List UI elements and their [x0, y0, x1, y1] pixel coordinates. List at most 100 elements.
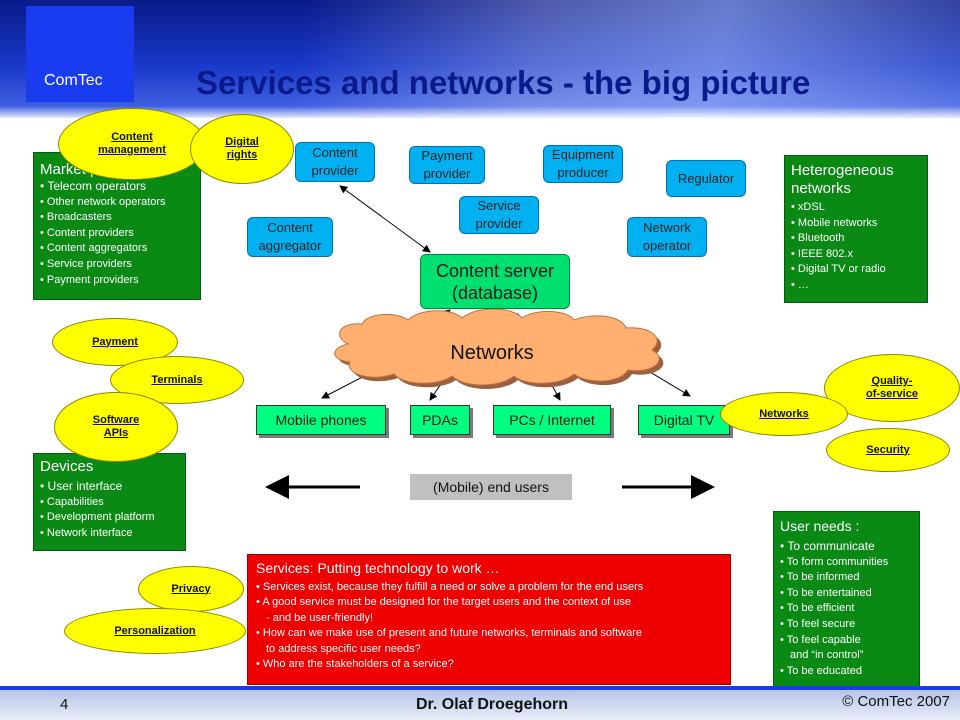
content-provider-box: Content provider	[295, 142, 375, 182]
service-provider-box: Service provider	[459, 196, 539, 234]
oval-software-apis: Software APIs	[54, 392, 178, 462]
list-item: Content providers	[40, 226, 194, 242]
list-item: Services exist, because they fulfill a n…	[256, 580, 722, 595]
user-needs-list: To communicate To form communities To be…	[780, 539, 913, 679]
box-line: Content	[267, 220, 313, 235]
list-item: To communicate	[780, 539, 913, 555]
device-digital-tv: Digital TV	[638, 405, 730, 435]
list-item: xDSL	[791, 200, 921, 216]
box-line: Equipment	[551, 147, 615, 162]
list-item: Mobile networks	[791, 216, 921, 232]
box-line: Content	[312, 145, 358, 160]
devices-title: Devices	[40, 458, 94, 475]
oval-line: of-service	[866, 388, 918, 400]
box-line: producer	[557, 165, 609, 180]
list-item: Development platform	[40, 510, 179, 526]
list-item: Network interface	[40, 526, 179, 542]
oval-line: APIs	[103, 427, 129, 439]
oval-content-management: Content management	[58, 108, 206, 180]
list-item: Payment providers	[40, 273, 194, 289]
oval-line: Quality-	[871, 375, 913, 387]
services-panel: Services: Putting technology to work … S…	[247, 554, 731, 685]
server-line: Content server	[435, 260, 555, 281]
box-line: aggregator	[258, 238, 322, 253]
slide-title: Services and networks - the big picture	[196, 64, 811, 101]
list-item: Bluetooth	[791, 231, 921, 247]
copyright: © ComTec 2007	[842, 693, 950, 710]
heterogeneous-networks-panel: Heterogeneous networks xDSL Mobile netwo…	[784, 155, 928, 303]
user-needs-title: User needs :	[780, 518, 860, 534]
oval-line: Software	[92, 414, 140, 426]
oval-personalization: Personalization	[64, 608, 246, 654]
footer-divider	[0, 686, 960, 690]
device-pcs-internet: PCs / Internet	[493, 405, 611, 435]
oval-privacy: Privacy	[138, 566, 244, 612]
content-aggregator-box: Content aggregator	[247, 217, 333, 257]
device-mobile-phones: Mobile phones	[256, 405, 386, 435]
box-line: Payment	[421, 148, 473, 163]
oval-networks: Networks	[720, 392, 848, 436]
device-pdas: PDAs	[410, 405, 470, 435]
list-item: Who are the stakeholders of a service?	[256, 657, 722, 672]
list-item: How can we make use of present and futur…	[256, 626, 722, 641]
equipment-producer-box: Equipment producer	[543, 145, 623, 183]
list-item: …	[791, 278, 921, 294]
networks-cloud-label: Networks	[450, 342, 534, 364]
header-light-sweep	[140, 0, 960, 118]
networks-cloud	[334, 308, 664, 389]
user-needs-panel: User needs : To communicate To form comm…	[773, 511, 920, 688]
list-item: Service providers	[40, 257, 194, 273]
list-item: To be informed	[780, 570, 913, 586]
list-item: To feel capable	[780, 633, 913, 649]
list-item: To be educated	[780, 664, 913, 680]
list-item: A good service must be designed for the …	[256, 595, 722, 610]
list-item: To be efficient	[780, 601, 913, 617]
oval-line: Content	[111, 131, 153, 143]
list-item: Other network operators	[40, 195, 194, 211]
list-item: Telecom operators	[40, 179, 194, 195]
list-item: Digital TV or radio	[791, 262, 921, 278]
networks-panel-title-2: networks	[791, 180, 852, 197]
author-name: Dr. Olaf Droegehorn	[415, 696, 569, 713]
payment-provider-box: Payment provider	[409, 146, 485, 184]
network-operator-box: Network operator	[627, 217, 707, 257]
oval-line: management	[98, 144, 166, 156]
devices-panel: Devices User interface Capabilities Deve…	[33, 453, 186, 551]
arrow-provider-server	[339, 185, 431, 253]
list-item: to address specific user needs?	[266, 642, 421, 655]
box-line: Service	[477, 198, 521, 213]
networks-list: xDSL Mobile networks Bluetooth IEEE 802.…	[791, 200, 921, 294]
oval-line: Digital	[225, 136, 259, 148]
oval-security: Security	[826, 428, 950, 472]
market-players-panel: Market players Telecom operators Other n…	[33, 152, 201, 300]
list-item: User interface	[40, 479, 179, 495]
services-title: Services: Putting technology to work …	[256, 560, 500, 576]
regulator-box: Regulator	[666, 160, 746, 197]
devices-list: User interface Capabilities Development …	[40, 479, 179, 541]
list-item: Broadcasters	[40, 210, 194, 226]
comtec-logo	[26, 6, 134, 102]
server-line: (database)	[451, 282, 539, 303]
end-users-label: (Mobile) end users	[410, 474, 572, 500]
logo-text: ComTec	[44, 72, 103, 89]
footer-band	[0, 690, 960, 720]
list-item: Capabilities	[40, 495, 179, 511]
market-players-list: Telecom operators Other network operator…	[40, 179, 194, 288]
list-item: IEEE 802.x	[791, 247, 921, 263]
list-item: and “in control”	[790, 649, 864, 662]
oval-digital-rights: Digital rights	[190, 114, 294, 184]
box-line: provider	[475, 216, 523, 231]
box-line: Network	[643, 220, 691, 235]
box-line: provider	[311, 163, 359, 178]
list-item: To feel secure	[780, 617, 913, 633]
oval-line: rights	[226, 149, 258, 161]
list-item: Content aggregators	[40, 241, 194, 257]
networks-panel-title-1: Heterogeneous	[791, 162, 894, 179]
list-item: To form communities	[780, 555, 913, 571]
content-server-box: Content server (database)	[420, 254, 570, 309]
box-line: provider	[423, 166, 471, 181]
page-number: 4	[60, 696, 69, 713]
list-item: To be entertained	[780, 586, 913, 602]
box-line: operator	[642, 238, 692, 253]
